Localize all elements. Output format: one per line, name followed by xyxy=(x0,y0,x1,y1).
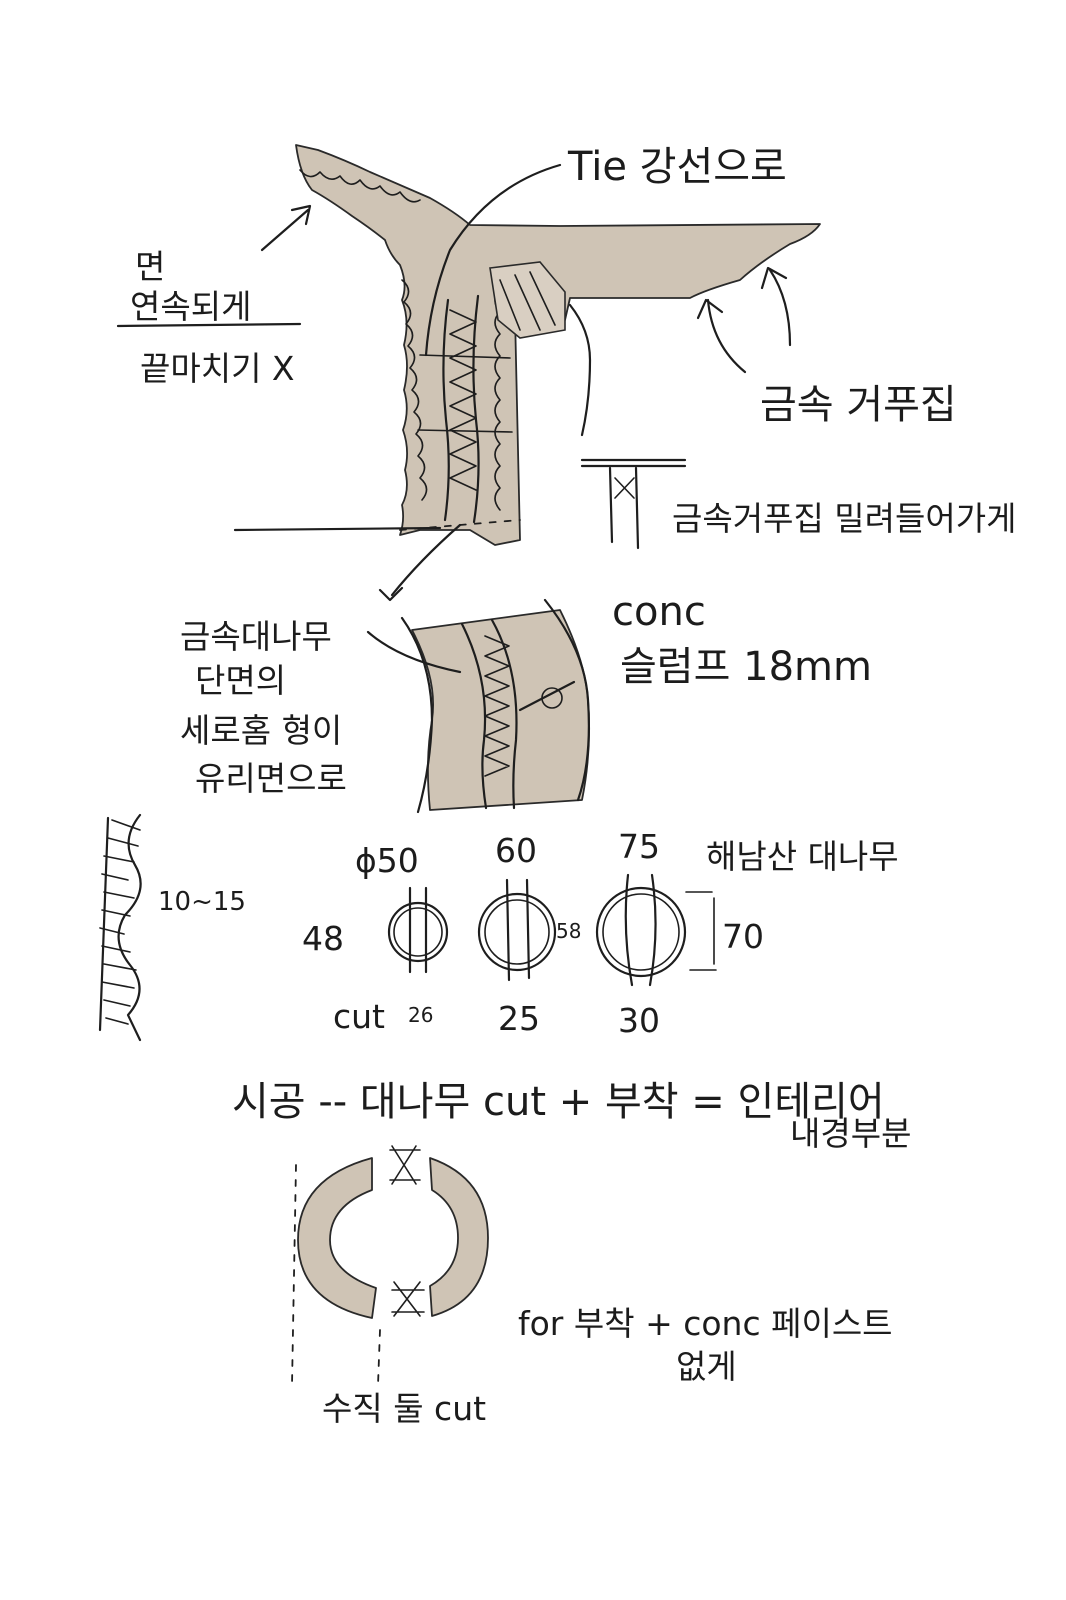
right-note: 금속 거푸집 xyxy=(760,382,957,428)
form-block xyxy=(489,261,566,339)
slab-wash xyxy=(295,144,821,546)
column-joint-lines xyxy=(417,354,513,433)
split-ring xyxy=(291,1145,489,1386)
section-zigzag xyxy=(484,635,510,777)
conc-line2: 슬럼프 18mm xyxy=(620,644,872,690)
detail-note: 금속거푸집 밀려들어가게 xyxy=(672,499,1016,538)
down-leader xyxy=(390,523,462,597)
for-note-line2: 없게 xyxy=(676,1347,737,1386)
bottom-label: 수직 둘 cut xyxy=(322,1389,486,1428)
slab-base-line xyxy=(233,526,442,532)
ring-axis-center xyxy=(377,1329,381,1386)
cut-label: cut xyxy=(333,997,385,1036)
bamboo-profile xyxy=(98,813,142,1042)
form-plate-detail xyxy=(580,458,687,550)
ring-right-half xyxy=(429,1157,489,1317)
ring-axis-left xyxy=(291,1164,297,1386)
section-50-ring xyxy=(387,901,449,963)
section-60-ring xyxy=(477,892,557,972)
middle-left-line3: 세로홈 형이 xyxy=(180,711,342,750)
form-leader xyxy=(568,303,592,437)
middle-left-line1: 금속대나무 xyxy=(180,617,332,656)
left-note-rule xyxy=(116,322,302,328)
section-75 xyxy=(595,873,717,987)
profile-back xyxy=(98,816,110,1032)
section-60-inner xyxy=(484,899,550,965)
section-bolt-head xyxy=(541,687,563,709)
slab-column-elevation xyxy=(233,144,821,546)
conc-line1: conc xyxy=(612,589,706,635)
bamboo-core-right xyxy=(472,294,480,524)
right-leader-2 xyxy=(768,268,792,347)
section-60 xyxy=(477,878,557,982)
for-note-line1: for 부착 + conc 페이스트 xyxy=(518,1304,893,1343)
left-leader-head xyxy=(290,204,312,226)
formula-line1: 시공 -- 대나무 cut + 부착 = 인테리어 xyxy=(232,1079,885,1125)
right-leader-1-head xyxy=(696,298,724,320)
form-block-hatch xyxy=(499,271,556,331)
middle-left-line4: 유리면으로 xyxy=(195,759,347,798)
left-note-line2: 연속되게 xyxy=(130,287,251,326)
right-leader-2-head xyxy=(760,266,788,290)
section-leader xyxy=(366,630,462,674)
plate-top xyxy=(580,458,687,468)
right-leader-1 xyxy=(706,298,747,374)
leader-lines xyxy=(260,163,792,602)
range-label: 10~15 xyxy=(158,887,246,917)
section-outer-right xyxy=(543,598,590,802)
ring-left-half xyxy=(297,1157,377,1319)
section-outer-left xyxy=(400,616,434,814)
sec2-right: 58 xyxy=(556,919,581,943)
plate-x xyxy=(614,477,635,499)
bamboo-sections xyxy=(387,873,717,987)
sec2-top: 60 xyxy=(495,831,537,870)
tie-label: Tie 강선으로 xyxy=(567,144,787,190)
sec1-top: ϕ50 xyxy=(355,841,419,880)
column-right-scallop xyxy=(494,289,501,511)
down-leader-head xyxy=(378,586,404,602)
species-note: 해남산 대나무 xyxy=(706,837,899,876)
plate-post-right xyxy=(634,466,640,550)
section-75-cut xyxy=(624,873,657,987)
sec1-left: 48 xyxy=(302,919,344,958)
sec3-top: 75 xyxy=(618,827,660,866)
left-note-line3: 끝마치기 X xyxy=(140,349,295,388)
bamboo-core-left xyxy=(442,298,450,522)
left-note-line1: 면 xyxy=(135,247,165,286)
section-75-dim xyxy=(685,891,717,971)
section-75-inner xyxy=(602,893,680,971)
profile-hatch xyxy=(99,819,141,1025)
sec3-right: 70 xyxy=(722,917,764,956)
section-tie-bolt xyxy=(518,680,576,712)
ring-gap-top-x xyxy=(389,1145,421,1185)
formula-line2: 내경부분 xyxy=(790,1114,911,1153)
column-section-detail xyxy=(366,598,591,814)
plate-post-left xyxy=(608,466,614,544)
annotations: Tie 강선으로 면 연속되게 끝마치기 X 금속 거푸집 금속거푸집 밀려들어… xyxy=(116,144,1016,1428)
section-50-cut xyxy=(408,886,428,974)
bamboo-zigzag xyxy=(449,309,477,491)
sec3-bottom: 30 xyxy=(618,1001,660,1040)
column-left-scallop xyxy=(401,279,428,501)
section-50-inner xyxy=(393,907,443,957)
section-inner-left xyxy=(460,622,488,810)
tie-leader xyxy=(424,163,562,357)
middle-left-line2: 단면의 xyxy=(195,661,286,700)
section-60-cut xyxy=(505,878,531,982)
sec1-bottom: 26 xyxy=(408,1003,433,1027)
ring-gap-bottom-x xyxy=(391,1281,425,1317)
left-leader xyxy=(260,208,310,252)
section-75-ring xyxy=(595,886,687,978)
section-50 xyxy=(387,886,449,974)
slab-scallop-edge xyxy=(299,169,421,203)
sec2-bottom: 25 xyxy=(498,999,540,1038)
